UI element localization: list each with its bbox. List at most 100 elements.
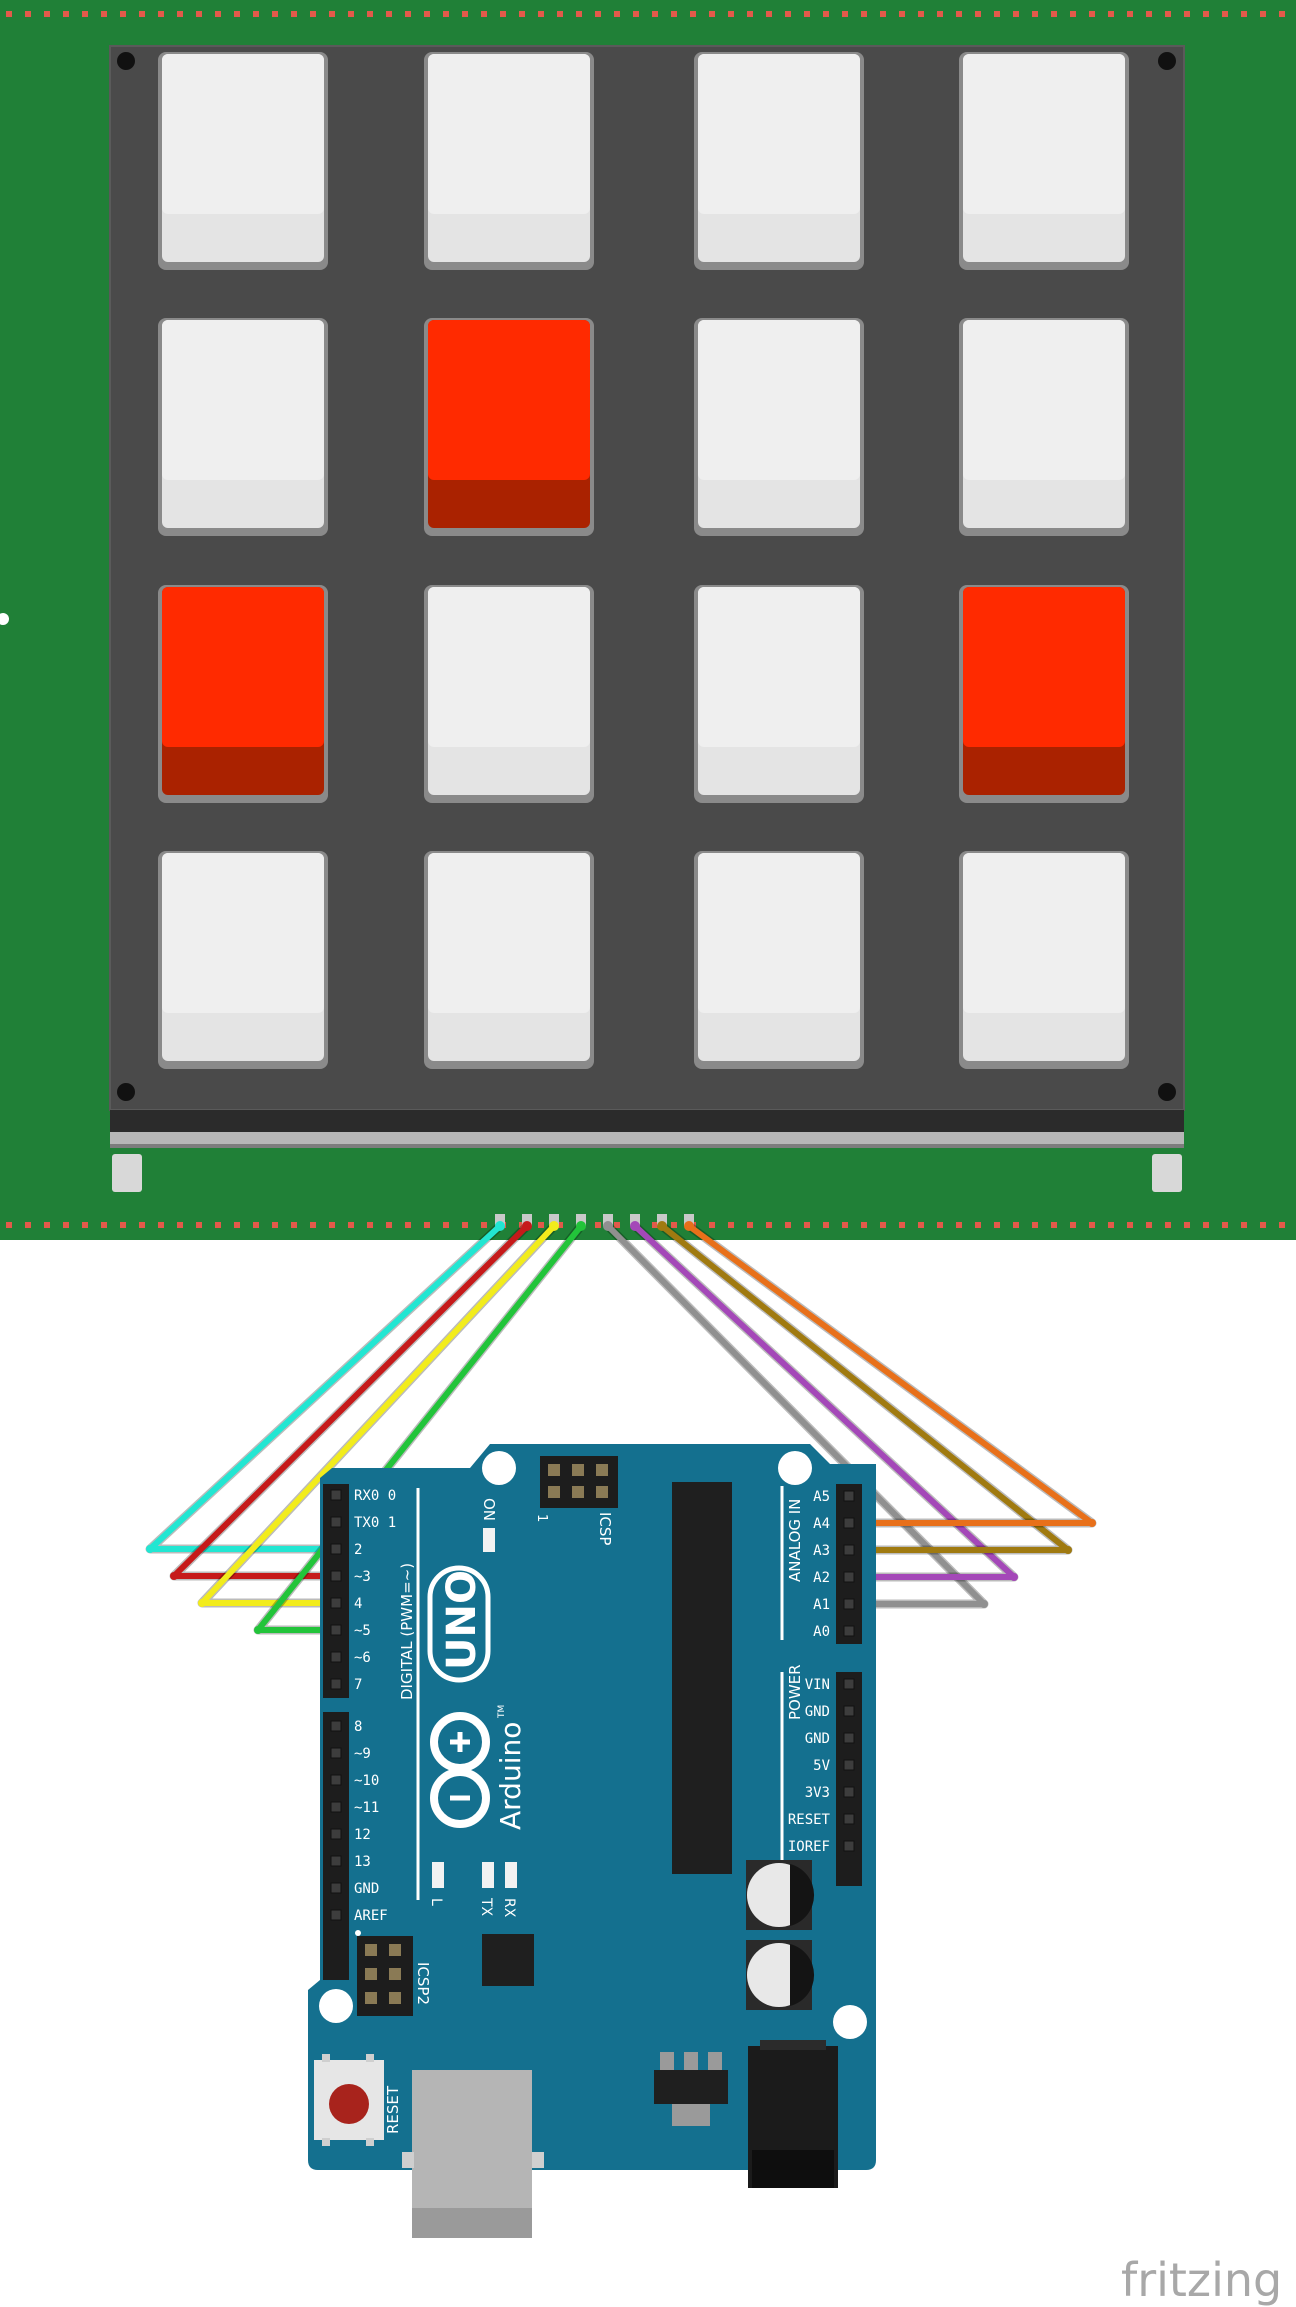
header-socket <box>330 1489 342 1501</box>
icsp-pin1-label: 1 <box>534 1514 549 1522</box>
on-led <box>483 1528 495 1552</box>
key-r4-c3[interactable] <box>694 851 864 1069</box>
pin-label: A0 <box>813 1624 830 1640</box>
pcb-dot <box>1013 1222 1019 1228</box>
pin-label: 7 <box>354 1677 362 1693</box>
key-r4-c2[interactable] <box>424 851 594 1069</box>
key-r2-c4[interactable] <box>959 318 1129 536</box>
wire-bend <box>146 1545 154 1553</box>
key-top <box>963 587 1125 747</box>
pcb-dot <box>709 1222 715 1228</box>
pcb-dot <box>253 11 259 17</box>
pcb-dot <box>823 1222 829 1228</box>
key-r4-c1[interactable] <box>158 851 328 1069</box>
header-socket <box>843 1732 855 1744</box>
key-r1-c3[interactable] <box>694 52 864 270</box>
pcb-dot <box>899 1222 905 1228</box>
mount-hole <box>117 1083 135 1101</box>
icsp-pins <box>548 1464 608 1498</box>
pcb-dot <box>177 1222 183 1228</box>
uno-logo-text: UNO <box>439 1570 485 1670</box>
key-r2-c2-pressed[interactable] <box>424 318 594 536</box>
pcb-dot <box>842 11 848 17</box>
key-r2-c1[interactable] <box>158 318 328 536</box>
pcb-dot <box>1051 1222 1057 1228</box>
pcb-dot <box>443 11 449 17</box>
header-socket <box>843 1517 855 1529</box>
pcb-dot <box>25 11 31 17</box>
pcb-dot <box>576 11 582 17</box>
header-socket <box>843 1786 855 1798</box>
pcb-dot <box>1108 1222 1114 1228</box>
pin-label: ~10 <box>354 1773 379 1789</box>
pcb-dot <box>101 11 107 17</box>
pcb-dot <box>1013 11 1019 17</box>
reset-button[interactable] <box>314 2054 384 2146</box>
pcb-dot <box>747 11 753 17</box>
pcb-dot <box>690 11 696 17</box>
wire-end <box>522 1221 532 1231</box>
pcb-dot <box>234 11 240 17</box>
key-r3-c4-pressed[interactable] <box>959 585 1129 803</box>
key-r1-c2[interactable] <box>424 52 594 270</box>
arduino-brand: Arduino <box>494 1722 527 1830</box>
reset-label: RESET <box>384 2085 402 2134</box>
icsp-pin <box>572 1486 584 1498</box>
pcb-dot <box>291 11 297 17</box>
icsp-pin <box>548 1486 560 1498</box>
key-r3-c3[interactable] <box>694 585 864 803</box>
pcb-dot <box>747 1222 753 1228</box>
pin-label: 2 <box>354 1542 362 1558</box>
pin-label: IOREF <box>788 1839 830 1855</box>
key-r3-c1-pressed[interactable] <box>158 585 328 803</box>
pin-label: GND <box>805 1704 830 1720</box>
pcb-dot <box>785 1222 791 1228</box>
pcb-dot <box>956 11 962 17</box>
key-r3-c2[interactable] <box>424 585 594 803</box>
pcb-dot <box>329 1222 335 1228</box>
pcb-dot <box>842 1222 848 1228</box>
pcb-dot <box>139 1222 145 1228</box>
icsp2-pin <box>365 1968 377 1980</box>
header-socket <box>330 1624 342 1636</box>
icsp2-pins <box>365 1944 401 2004</box>
pcb-dot <box>880 11 886 17</box>
pcb-dot <box>937 11 943 17</box>
usb-chip <box>482 1934 534 1986</box>
pcb-dot <box>443 1222 449 1228</box>
key-r4-c4[interactable] <box>959 851 1129 1069</box>
pcb-dot <box>101 1222 107 1228</box>
key-r1-c1[interactable] <box>158 52 328 270</box>
pcb-dot <box>424 1222 430 1228</box>
key-top <box>698 853 860 1013</box>
keypad-frame-strip <box>110 1144 1184 1148</box>
pcb-dot <box>310 11 316 17</box>
icsp-header <box>540 1456 618 1508</box>
pcb-dot <box>158 1222 164 1228</box>
pin-label: ~9 <box>354 1746 371 1762</box>
header-socket <box>330 1543 342 1555</box>
wire-bend <box>170 1572 178 1580</box>
pcb-dot <box>595 1222 601 1228</box>
pcb-dot <box>44 1222 50 1228</box>
header-socket <box>330 1678 342 1690</box>
led-rx <box>505 1862 517 1888</box>
pcb-dot <box>367 1222 373 1228</box>
pcb-dot <box>1184 1222 1190 1228</box>
analog-header <box>836 1484 862 1644</box>
pcb-dot <box>1032 11 1038 17</box>
pcb-dot <box>652 11 658 17</box>
keypad-module <box>0 0 1296 1240</box>
wire-end <box>576 1221 586 1231</box>
keypad-header-pins <box>495 1214 694 1226</box>
pin-label: GND <box>805 1731 830 1747</box>
key-r1-c4[interactable] <box>959 52 1129 270</box>
key-top <box>698 587 860 747</box>
key-r2-c3[interactable] <box>694 318 864 536</box>
pcb-dot <box>272 11 278 17</box>
pcb-dot <box>557 1222 563 1228</box>
